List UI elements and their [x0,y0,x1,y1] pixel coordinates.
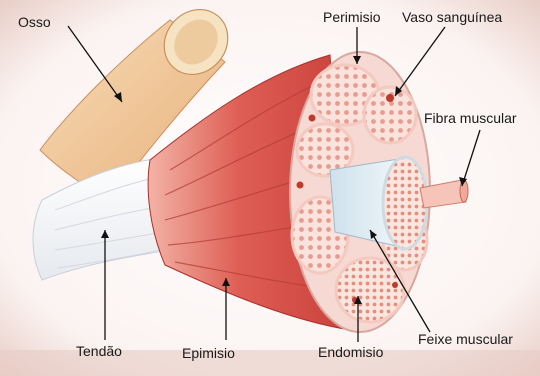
label-osso: Osso [18,14,51,30]
label-feixe-muscular: Feixe muscular [418,331,513,347]
blood-vessel [386,94,394,102]
label-endomisio: Endomisio [318,344,383,360]
blood-vessel [392,282,398,288]
label-vaso-sanguineo: Vaso sanguínea [402,9,502,25]
label-fibra-muscular: Fibra muscular [424,110,517,126]
label-perimisio: Perimisio [323,9,381,25]
blood-vessel [297,182,304,189]
label-tendao: Tendão [76,343,122,359]
label-epimisio: Epimisio [182,345,235,361]
blood-vessel [309,115,316,122]
